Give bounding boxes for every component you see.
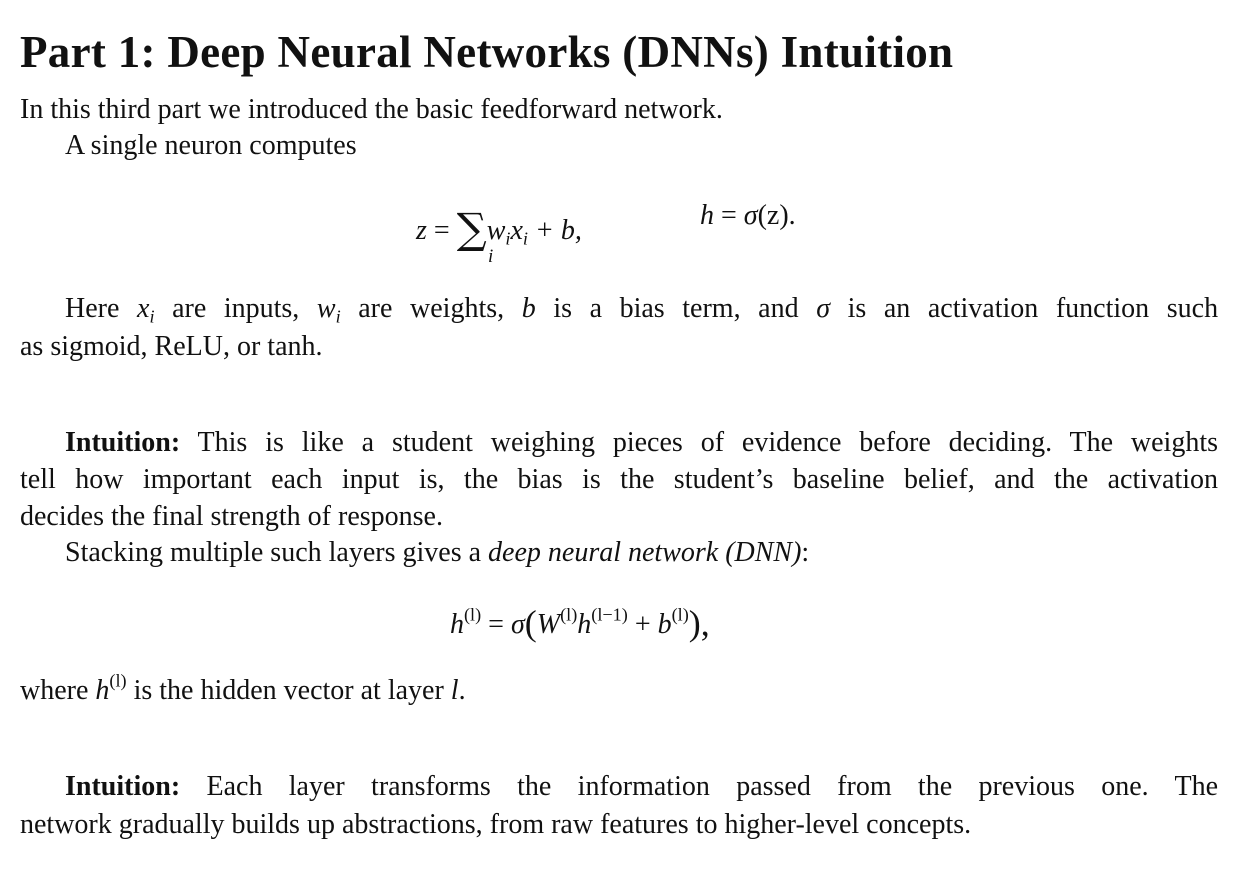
- intro-line-2: A single neuron computes: [65, 130, 357, 161]
- eq1-equals: =: [433, 215, 450, 246]
- intuition-2-line-2: network gradually builds up abstractions…: [20, 809, 972, 840]
- summation-index: i: [488, 246, 494, 267]
- intuition-label: Intuition:: [65, 427, 181, 458]
- stacking-sentence: Stacking multiple such layers gives a de…: [65, 537, 810, 568]
- eq1-x: x: [510, 215, 523, 246]
- equation-neuron: z = ∑wixi + b,: [416, 204, 582, 253]
- intro-line-1: In this third part we introduced the bas…: [20, 94, 723, 125]
- explanation-line-2: as sigmoid, ReLU, or tanh.: [20, 331, 323, 362]
- equation-activation: h = σ(z).: [700, 200, 796, 231]
- eq1-plus-b: + b,: [534, 215, 582, 246]
- page-title: Part 1: Deep Neural Networks (DNNs) Intu…: [20, 27, 954, 77]
- intuition-label: Intuition:: [65, 771, 181, 802]
- intuition-1-line-3: decides the final strength of response.: [20, 501, 443, 532]
- intuition-2-line-1: Intuition: Each layer transforms the inf…: [65, 771, 1218, 802]
- intuition-1-line-2: tell how important each input is, the bi…: [20, 464, 1218, 495]
- summation-sign: ∑: [456, 204, 487, 253]
- equation-layer: h(l) = σ(W(l)h(l−1) + b(l)),: [450, 603, 710, 643]
- explanation-line-1: Here xi are inputs, wi are weights, b is…: [65, 293, 1219, 327]
- eq1-z: z: [416, 215, 427, 246]
- intuition-1-line-1: Intuition: This is like a student weighi…: [65, 427, 1218, 458]
- eq1-w: w: [486, 215, 506, 246]
- where-line: where h(l) is the hidden vector at layer…: [20, 670, 466, 706]
